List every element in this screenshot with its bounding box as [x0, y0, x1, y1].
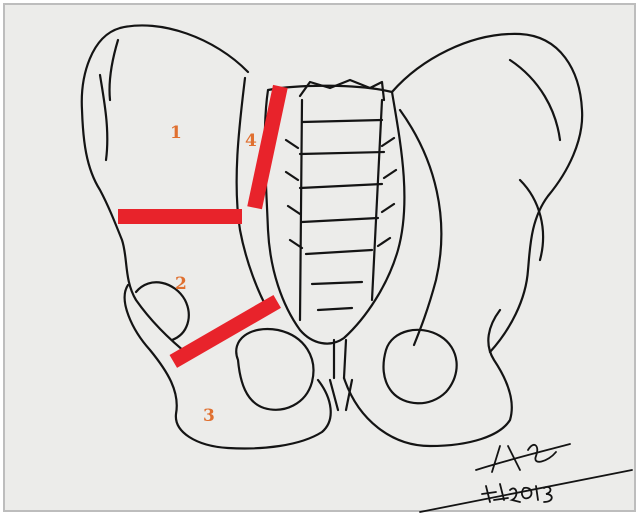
zone-label-1: 1 [170, 123, 182, 143]
zone-label-2: 2 [175, 274, 187, 294]
zone-label-3: 3 [203, 406, 215, 426]
cut-line-horizontal [118, 209, 242, 224]
zone-label-4: 4 [245, 131, 257, 151]
